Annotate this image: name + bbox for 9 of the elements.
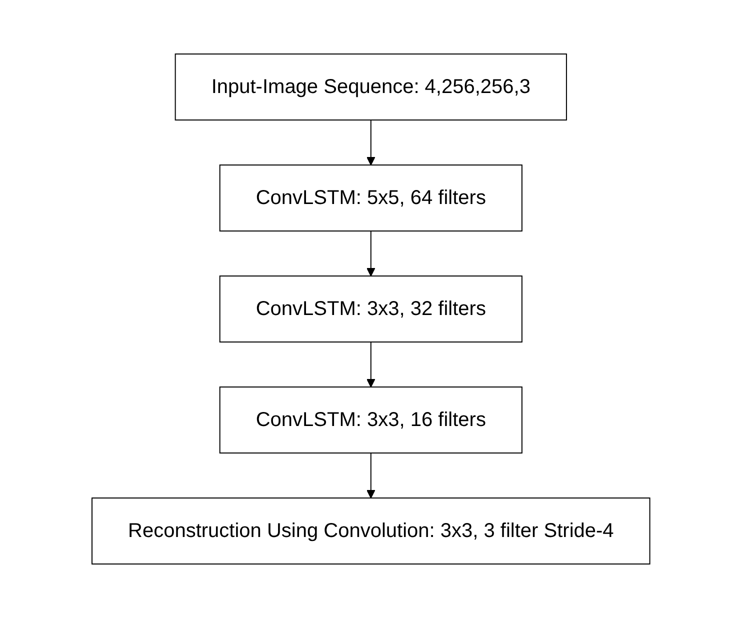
node-box: ConvLSTM: 3x3, 32 filters <box>218 276 522 342</box>
arrow <box>366 452 375 498</box>
arrow <box>366 120 375 166</box>
node-box: Input-Image Sequence: 4,256,256,3 <box>174 54 567 120</box>
arrow <box>366 230 375 276</box>
arrow <box>366 342 375 388</box>
node-box: ConvLSTM: 3x3, 16 filters <box>218 386 522 454</box>
node-box: ConvLSTM: 5x5, 64 filters <box>218 164 522 232</box>
node-box: Reconstruction Using Convolution: 3x3, 3 filter Stride-4 <box>91 498 650 564</box>
